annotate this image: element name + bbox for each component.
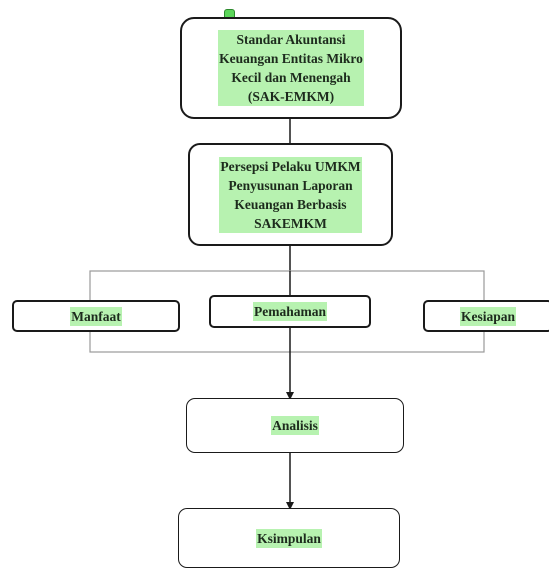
node-manfaat-label: Manfaat — [70, 306, 122, 326]
node-kesiapan-label: Kesiapan — [459, 306, 516, 326]
node-sak-emkm: Standar Akuntansi Keuangan Entitas Mikro… — [180, 17, 402, 119]
node-manfaat: Manfaat — [12, 300, 180, 332]
node-analisis-label: Analisis — [271, 416, 319, 435]
node-persepsi-umkm: Persepsi Pelaku UMKM Penyusunan Laporan … — [188, 143, 393, 246]
node-sak-emkm-label: Standar Akuntansi Keuangan Entitas Mikro… — [218, 30, 364, 106]
node-kesimpulan-label: Ksimpulan — [256, 528, 322, 548]
node-pemahaman-label: Pemahaman — [253, 302, 327, 321]
node-kesiapan: Kesiapan — [423, 300, 549, 332]
node-kesimpulan: Ksimpulan — [178, 508, 400, 568]
node-persepsi-umkm-label: Persepsi Pelaku UMKM Penyusunan Laporan … — [219, 156, 362, 233]
node-analisis: Analisis — [186, 398, 404, 453]
node-pemahaman: Pemahaman — [209, 295, 371, 328]
